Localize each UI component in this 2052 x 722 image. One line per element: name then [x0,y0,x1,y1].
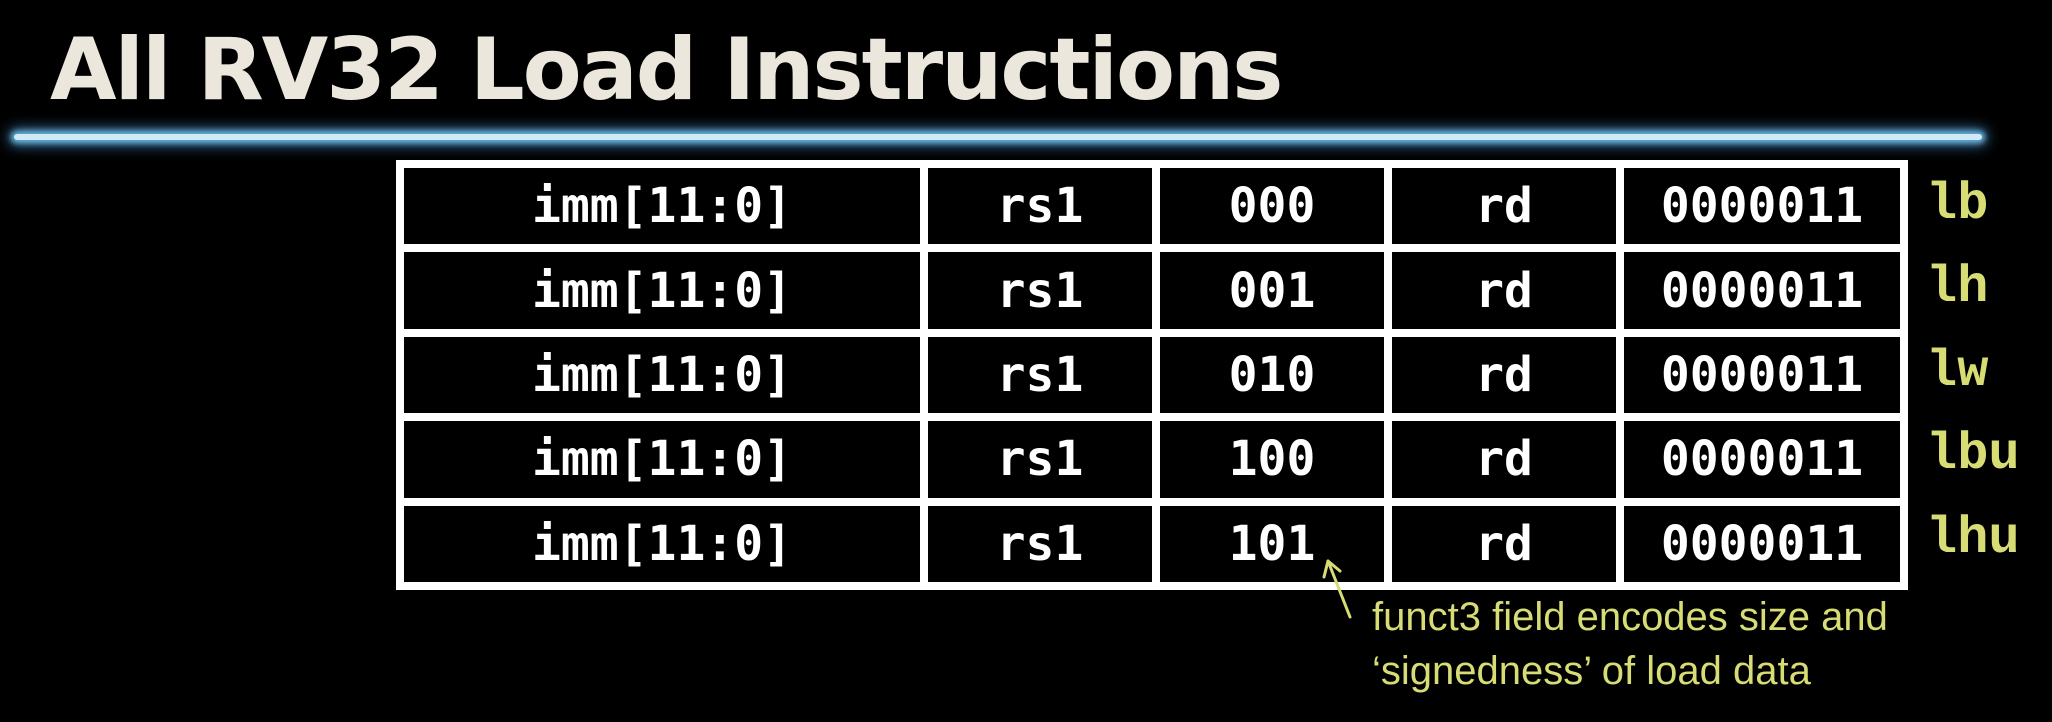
rd-field: rd [1392,421,1616,498]
rs1-field: rs1 [928,336,1152,414]
rd-field: rd [1392,336,1616,414]
mnemonic-label: lh [1926,258,1989,317]
table-row: imm[11:0] rs1 010 rd 0000011 [404,336,1900,414]
mnemonic-label: lw [1926,342,1989,401]
opcode-field: 0000011 [1624,505,1900,582]
imm-field: imm[11:0] [404,252,920,329]
table-row: imm[11:0] rs1 101 rd 0000011 [404,505,1900,582]
rd-field: rd [1392,505,1616,582]
load-encoding-table: imm[11:0] rs1 000 rd 0000011 imm[11:0] r… [396,160,1908,590]
rs1-field: rs1 [928,421,1152,498]
rs1-field: rs1 [928,505,1152,582]
imm-field: imm[11:0] [404,505,920,582]
rs1-field: rs1 [928,168,1152,245]
annotation-line: ‘signedness’ of load data [1372,649,1811,693]
funct3-field: 001 [1160,252,1384,329]
funct3-field: 100 [1160,421,1384,498]
imm-field: imm[11:0] [404,336,920,414]
mnemonic-label: lb [1926,175,1989,234]
mnemonic-label: lhu [1926,509,2020,568]
title-divider [14,134,1982,140]
imm-field: imm[11:0] [404,168,920,245]
opcode-field: 0000011 [1624,421,1900,498]
slide-title: All RV32 Load Instructions [50,20,1283,120]
funct3-field: 000 [1160,168,1384,245]
funct3-field: 101 [1160,505,1384,582]
opcode-field: 0000011 [1624,168,1900,245]
arrow-up-left-icon [1322,559,1352,619]
funct3-field: 010 [1160,336,1384,414]
table-row: imm[11:0] rs1 000 rd 0000011 [404,168,1900,245]
rs1-field: rs1 [928,252,1152,329]
funct3-annotation: funct3 field encodes size and ‘signednes… [1372,590,1888,698]
rd-field: rd [1392,168,1616,245]
opcode-field: 0000011 [1624,336,1900,414]
table-row: imm[11:0] rs1 100 rd 0000011 [404,421,1900,498]
table-row: imm[11:0] rs1 001 rd 0000011 [404,252,1900,329]
imm-field: imm[11:0] [404,421,920,498]
annotation-line: funct3 field encodes size and [1372,595,1888,639]
mnemonic-label: lbu [1926,425,2020,484]
rd-field: rd [1392,252,1616,329]
opcode-field: 0000011 [1624,252,1900,329]
